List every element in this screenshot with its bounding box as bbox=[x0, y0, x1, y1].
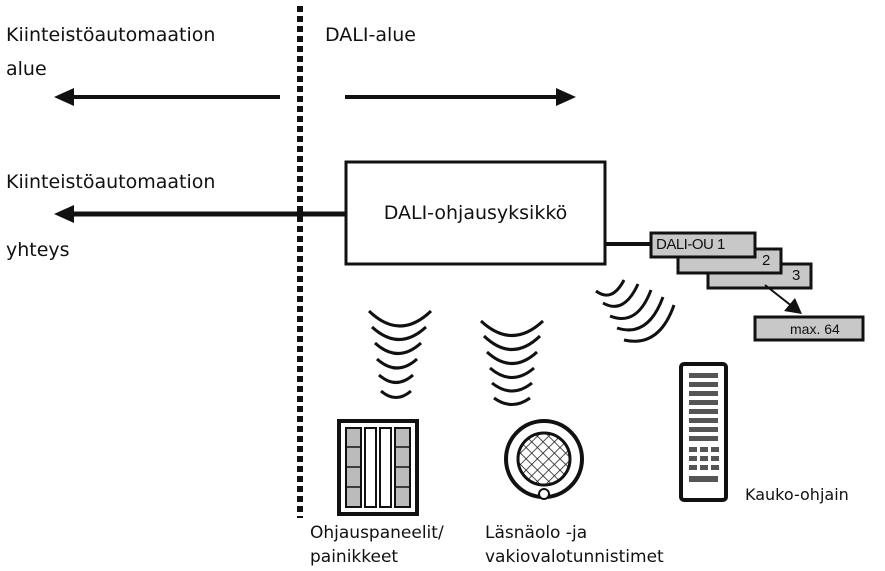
sensors-label-line1: Läsnäolo -ja bbox=[485, 523, 588, 543]
dali-area-label: DALI-alue bbox=[325, 24, 416, 46]
panels-label-line1: Ohjauspaneelit/ bbox=[310, 523, 444, 543]
signal-waves-icon bbox=[595, 279, 676, 343]
connection-arrow bbox=[54, 205, 346, 223]
ou-max-label: max. 64 bbox=[790, 321, 840, 337]
remote-control-icon bbox=[679, 362, 728, 502]
ou-unit-1-label: DALI-OU 1 bbox=[656, 236, 725, 253]
signal-waves-icon bbox=[479, 319, 545, 406]
ou-unit-1 bbox=[649, 231, 757, 259]
building-area-label: Kiinteistöautomaation alue bbox=[6, 18, 215, 86]
ou-continuation-arrow bbox=[764, 284, 802, 314]
sensors-label-line2: vakiovalotunnistimet bbox=[485, 547, 664, 567]
building-area-arrow bbox=[54, 88, 280, 106]
connection-label-line1: Kiinteistöautomaation bbox=[6, 171, 216, 193]
presence-sensor-icon bbox=[504, 419, 584, 500]
control-panel-icon bbox=[337, 419, 419, 516]
remote-label: Kauko-ohjain bbox=[745, 485, 849, 504]
ou-unit-3-label: 3 bbox=[792, 267, 801, 284]
building-area-label-line2: alue bbox=[6, 58, 47, 80]
building-area-label-line1: Kiinteistöautomaation bbox=[6, 24, 216, 46]
sensors-label: Läsnäolo -ja vakiovalotunnistimet bbox=[485, 521, 664, 569]
control-unit-label: DALI-ohjausyksikkö bbox=[383, 202, 568, 224]
dali-area-arrow bbox=[345, 88, 576, 106]
signal-waves-icon bbox=[367, 309, 433, 399]
panels-label-line2: painikkeet bbox=[310, 547, 399, 567]
ou-unit-2-label: 2 bbox=[762, 252, 771, 269]
ou-max-unit bbox=[753, 315, 865, 342]
panels-label: Ohjauspaneelit/ painikkeet bbox=[310, 521, 444, 569]
connection-label-line2: yhteys bbox=[6, 239, 70, 261]
control-unit-box bbox=[344, 160, 607, 266]
